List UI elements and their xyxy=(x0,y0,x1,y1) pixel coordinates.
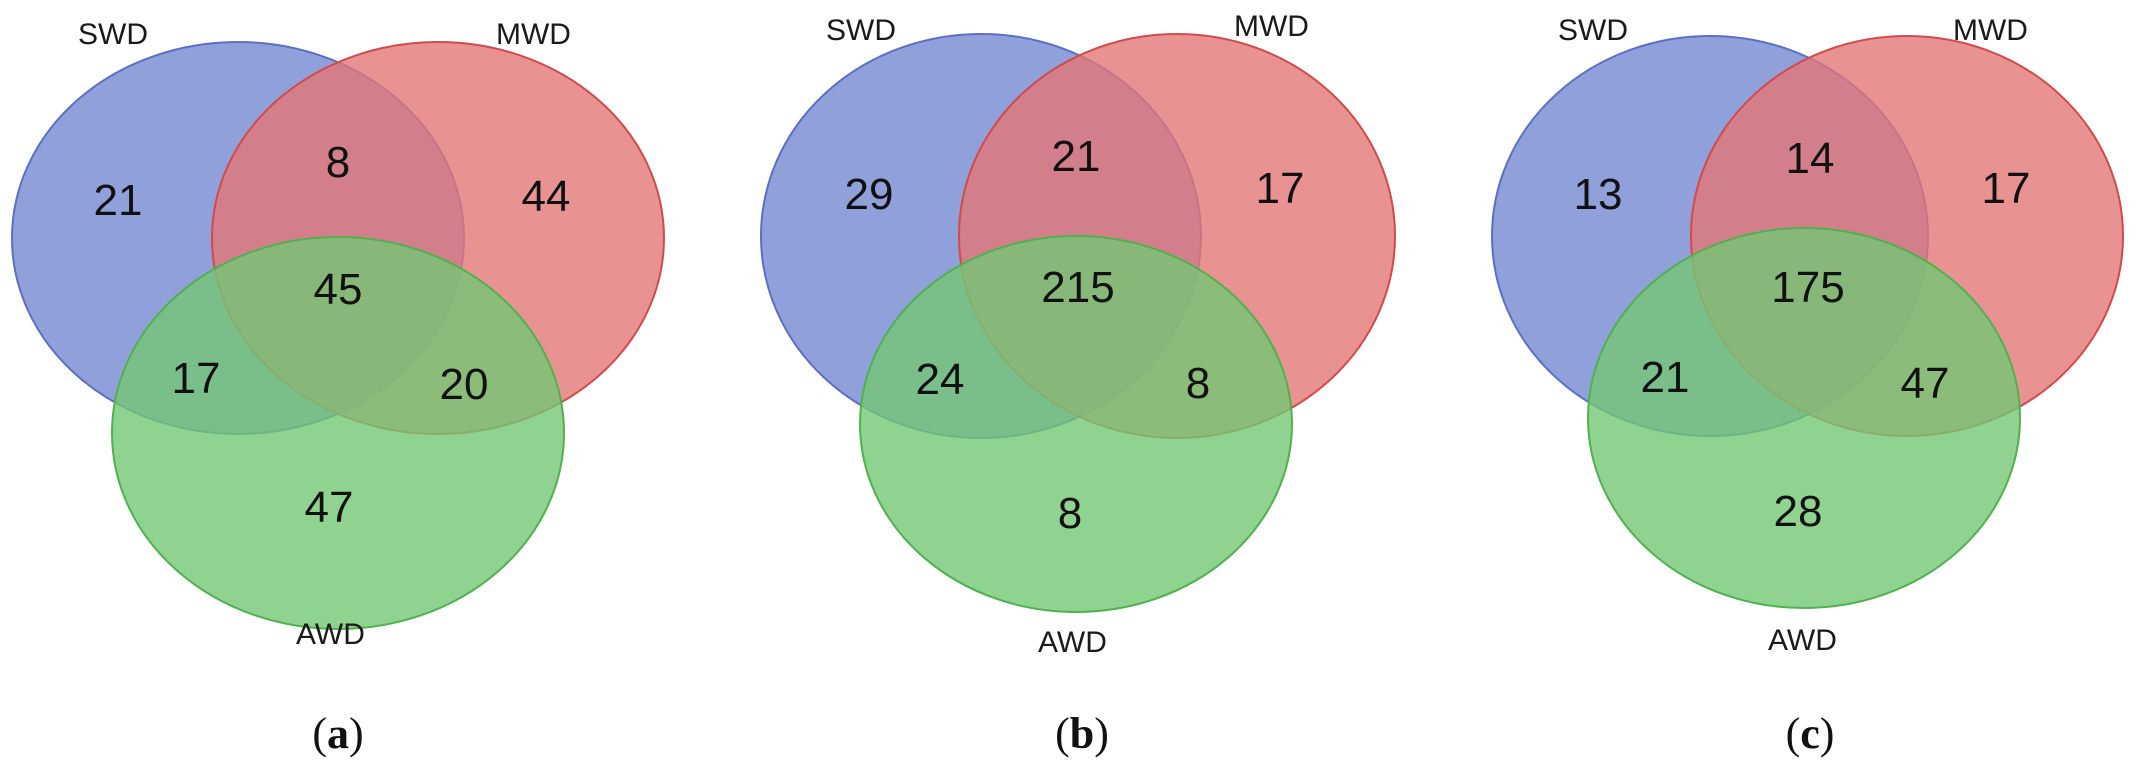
swd-label: SWD xyxy=(78,18,148,51)
panel-caption-a: (a) xyxy=(312,709,363,758)
count-mwd-awd: 47 xyxy=(1901,359,1950,408)
count-swd-awd: 24 xyxy=(916,355,965,404)
awd-label: AWD xyxy=(1038,626,1107,659)
count-swd-mwd: 14 xyxy=(1786,134,1835,183)
count-swd-only: 29 xyxy=(845,170,894,219)
swd-label: SWD xyxy=(1558,14,1628,47)
venn-panel-a: SWD MWD AWD 21 44 47 8 17 20 45 (a) xyxy=(11,18,665,758)
awd-label: AWD xyxy=(296,618,365,651)
awd-set-ellipse xyxy=(859,235,1293,613)
count-swd-awd: 21 xyxy=(1641,353,1690,402)
panel-caption-c: (c) xyxy=(1786,709,1835,758)
count-mwd-awd: 8 xyxy=(1186,359,1210,408)
count-all-three: 175 xyxy=(1771,263,1844,312)
count-mwd-only: 17 xyxy=(1256,164,1305,213)
mwd-label: MWD xyxy=(1234,10,1309,43)
venn-panel-b: SWD MWD AWD 29 17 8 21 24 8 215 (b) xyxy=(760,10,1396,758)
count-awd-only: 8 xyxy=(1058,489,1082,538)
awd-label: AWD xyxy=(1768,624,1837,657)
count-swd-only: 21 xyxy=(94,176,143,225)
count-mwd-awd: 20 xyxy=(440,360,489,409)
swd-label: SWD xyxy=(826,14,896,47)
count-awd-only: 28 xyxy=(1774,487,1823,536)
count-swd-mwd: 21 xyxy=(1052,132,1101,181)
count-all-three: 45 xyxy=(314,265,363,314)
awd-set-ellipse xyxy=(1587,227,2021,609)
mwd-label: MWD xyxy=(1953,14,2028,47)
count-mwd-only: 17 xyxy=(1982,164,2031,213)
panel-caption-b: (b) xyxy=(1055,709,1109,758)
count-awd-only: 47 xyxy=(305,483,354,532)
mwd-label: MWD xyxy=(496,18,571,51)
awd-set-ellipse xyxy=(111,236,565,630)
venn-panel-c: SWD MWD AWD 13 17 28 14 21 47 175 (c) xyxy=(1491,14,2124,758)
count-swd-mwd: 8 xyxy=(326,138,350,187)
count-swd-awd: 17 xyxy=(172,354,221,403)
count-all-three: 215 xyxy=(1041,263,1114,312)
count-mwd-only: 44 xyxy=(522,172,571,221)
count-swd-only: 13 xyxy=(1574,170,1623,219)
